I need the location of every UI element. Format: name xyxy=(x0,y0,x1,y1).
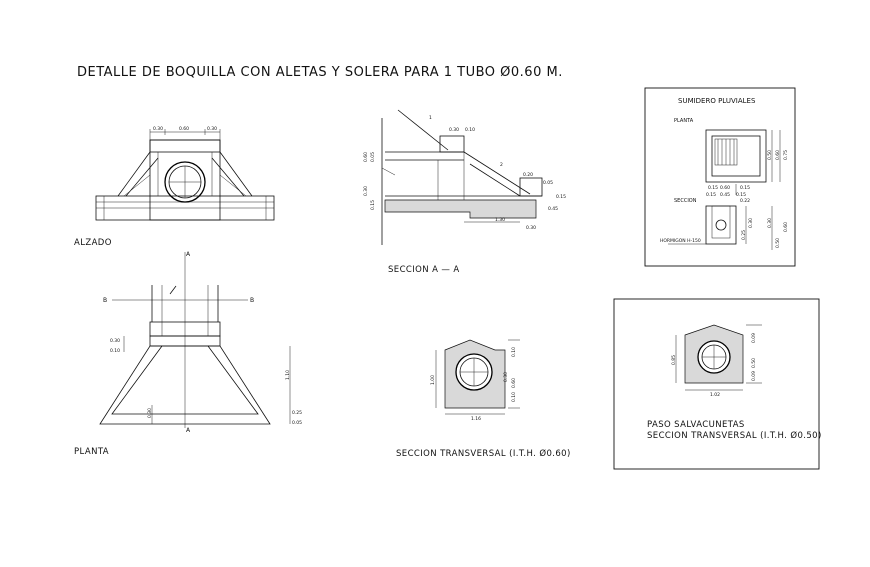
planta-dim-5: 0.25 xyxy=(292,410,302,416)
alzado-label: ALZADO xyxy=(74,238,112,248)
planta-dim-4: 0.30 xyxy=(147,408,153,418)
seccion-transversal-label: SECCION TRANSVERSAL (I.T.H. Ø0.60) xyxy=(396,448,571,459)
paso-dim-top: 0.09 xyxy=(751,333,757,343)
sumidero-dim-13: 0.30 xyxy=(767,218,773,228)
seccion-aa-dim-1: 0.30 xyxy=(449,127,459,133)
seccion-transversal-view: 1.00 0.10 0.60 0.10 0.30 1.16 xyxy=(430,339,520,422)
seccion-aa-dim-8: 0.05 xyxy=(543,180,553,186)
seccion-aa-dim-11: 1.30 xyxy=(495,217,505,223)
planta-marker-a-bottom: A xyxy=(186,427,191,434)
alzado-dim-right: 0.30 xyxy=(207,126,217,132)
seccion-aa-dim-6: 0.15 xyxy=(370,200,376,210)
alzado-dim-left: 0.30 xyxy=(153,126,163,132)
drawing-title: DETALLE DE BOQUILLA CON ALETAS Y SOLERA … xyxy=(77,65,563,80)
sumidero-dim-7: 0.50 xyxy=(767,150,773,160)
paso-panel: 0.85 0.09 0.50 0.09 1.02 PASO SALVACUNET… xyxy=(613,298,822,470)
sumidero-title: SUMIDERO PLUVIALES xyxy=(678,97,756,105)
seccion-aa-slope-2: 2 xyxy=(500,162,503,168)
seccion-trans-dim-side: 0.30 xyxy=(503,372,509,382)
seccion-aa-dim-7: 0.20 xyxy=(523,172,533,178)
planta-dim-1: 0.30 xyxy=(110,338,120,344)
sumidero-seccion-label: SECCION xyxy=(674,198,697,204)
sumidero-dim-15: 0.60 xyxy=(783,222,789,232)
seccion-aa-dim-9: 0.15 xyxy=(556,194,566,200)
planta-view: A A B B 0.30 0.10 1.10 0.30 0.25 0.05 xyxy=(99,251,302,434)
paso-label-line2: SECCION TRANSVERSAL (I.T.H. Ø0.50) xyxy=(647,430,822,441)
seccion-aa-label: SECCION A — A xyxy=(388,265,460,275)
sumidero-dim-9: 0.75 xyxy=(783,150,789,160)
sumidero-dim-12: 0.30 xyxy=(748,218,754,228)
seccion-trans-dim-bottom: 0.10 xyxy=(511,392,517,402)
seccion-aa-dim-10: 0.45 xyxy=(548,206,558,212)
sumidero-panel: SUMIDERO PLUVIALES PLANTA 0.15 0.60 0.15… xyxy=(644,87,796,267)
sumidero-dim-10: 0.22 xyxy=(740,198,750,204)
paso-dim-width: 1.02 xyxy=(710,392,720,398)
paso-dim-pipe: 0.50 xyxy=(751,358,757,368)
paso-label-line1: PASO SALVACUNETAS xyxy=(647,420,745,430)
seccion-trans-dim-pipe: 0.60 xyxy=(511,378,517,388)
seccion-aa-dim-4: 0.05 xyxy=(370,152,376,162)
sumidero-note: HORMIGON H-150 xyxy=(660,238,701,244)
planta-label: PLANTA xyxy=(74,447,109,457)
seccion-aa-dim-2: 0.10 xyxy=(465,127,475,133)
seccion-aa-dim-5: 0.30 xyxy=(363,186,369,196)
sumidero-dim-14: 0.50 xyxy=(775,238,781,248)
alzado-view: 0.30 0.60 0.30 xyxy=(95,126,275,221)
sumidero-dim-2: 0.60 xyxy=(720,185,730,191)
seccion-trans-dim-width: 1.16 xyxy=(471,416,481,422)
planta-marker-b-left: B xyxy=(103,297,107,304)
sumidero-dim-11: 0.25 xyxy=(741,230,747,240)
sumidero-dim-5: 0.45 xyxy=(720,192,730,198)
paso-dim-bottom: 0.09 xyxy=(751,371,757,381)
sumidero-dim-6: 0.15 xyxy=(736,192,746,198)
planta-dim-6: 0.05 xyxy=(292,420,302,426)
sumidero-dim-8: 0.60 xyxy=(775,150,781,160)
planta-marker-b-right: B xyxy=(250,297,254,304)
sumidero-dim-1: 0.15 xyxy=(708,185,718,191)
seccion-aa-dim-12: 0.30 xyxy=(526,225,536,231)
seccion-trans-dim-top: 0.10 xyxy=(511,347,517,357)
alzado-dim-center: 0.60 xyxy=(179,126,189,132)
seccion-aa-dim-3: 0.60 xyxy=(363,152,369,162)
planta-dim-3: 1.10 xyxy=(285,370,291,380)
paso-dim-height: 0.85 xyxy=(671,355,677,365)
seccion-aa-slope-1: 1 xyxy=(429,115,432,121)
sumidero-planta-label: PLANTA xyxy=(674,118,694,124)
planta-marker-a-top: A xyxy=(186,251,191,258)
sumidero-dim-3: 0.15 xyxy=(740,185,750,191)
seccion-trans-dim-height: 1.00 xyxy=(430,375,436,385)
planta-dim-2: 0.10 xyxy=(110,348,120,354)
seccion-aa-view: 1 2 0.30 0.10 0.60 0.05 0.30 0.15 0.20 0… xyxy=(363,109,566,245)
sumidero-dim-4: 0.15 xyxy=(706,192,716,198)
